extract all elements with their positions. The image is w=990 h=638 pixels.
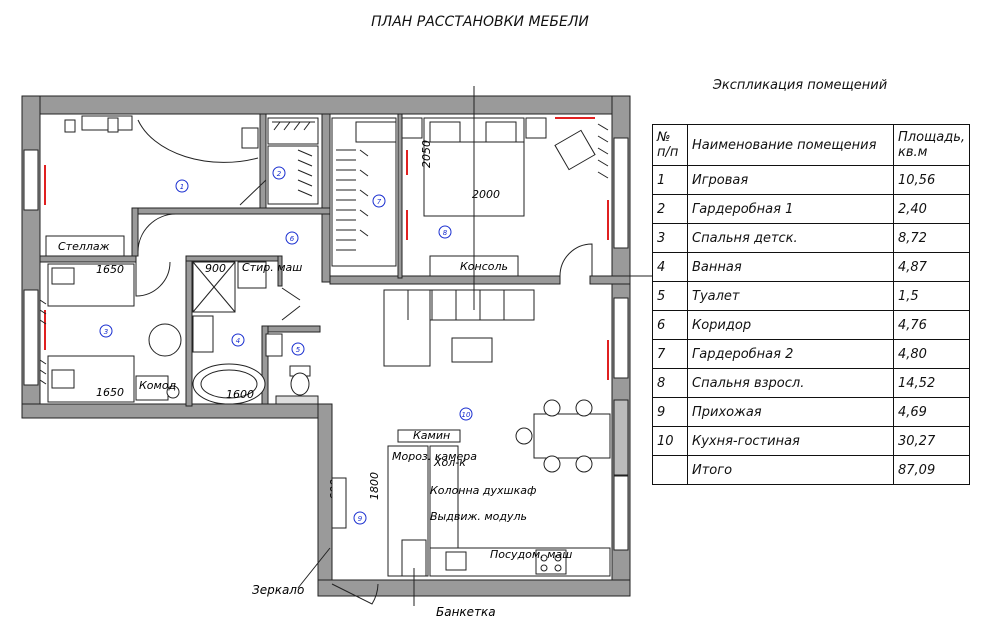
window-marks-red — [44, 117, 609, 380]
header-area: Площадь, кв.м — [892, 124, 971, 166]
page-title: ПЛАН РАССТАНОВКИ МЕБЕЛИ — [371, 14, 589, 30]
room-number-7: 7 — [377, 198, 382, 206]
room5-furniture — [275, 365, 319, 405]
wardrobe2 — [331, 117, 397, 267]
mirror-callout: Зеркало — [252, 583, 304, 597]
callout-leaders — [297, 547, 415, 606]
svg-text:900: 900 — [205, 262, 226, 275]
fridge-label: Хол-к — [433, 456, 466, 469]
drawer-module-label: Выдвиж. модуль — [430, 510, 527, 523]
room1-furniture — [45, 115, 259, 257]
room-number-2: 2 — [277, 170, 282, 178]
windows — [23, 137, 629, 551]
dishwasher-label: Посудом. маш — [490, 548, 572, 561]
table-header-row: № п/п Наименование помещения Площадь, кв… — [652, 124, 971, 166]
explication-title: Экспликация помещений — [712, 78, 888, 93]
room-number-9: 9 — [358, 515, 363, 523]
explication-table: № п/п Наименование помещения Площадь, кв… — [652, 124, 971, 485]
header-name: Наименование помещения — [687, 124, 894, 166]
room-number-10: 10 — [462, 411, 471, 419]
svg-text:1650: 1650 — [96, 386, 124, 399]
svg-text:1800: 1800 — [368, 472, 381, 500]
header-no: № п/п — [652, 124, 688, 166]
freezer-label: Мороз. камера — [392, 450, 477, 463]
dresser-label: Комод — [139, 379, 176, 392]
room-number-8: 8 — [443, 229, 448, 237]
room-number-6: 6 — [290, 235, 295, 243]
bench-callout: Банкетка — [436, 605, 496, 619]
room10-furniture — [383, 289, 611, 577]
room-number-3: 3 — [104, 328, 108, 336]
doors — [135, 179, 593, 605]
svg-text:1600: 1600 — [226, 388, 254, 401]
room3-furniture — [39, 263, 182, 403]
oven-column-label: Колонна духшкаф — [430, 484, 536, 497]
console-label: Консоль — [460, 260, 508, 273]
room4-furniture — [192, 261, 283, 405]
rack-label: Стеллаж — [58, 240, 110, 253]
wardrobe1 — [267, 117, 319, 205]
room-number-5: 5 — [296, 346, 301, 354]
svg-text:1650: 1650 — [96, 263, 124, 276]
svg-text:2050: 2050 — [420, 140, 433, 168]
room-markers — [99, 166, 473, 525]
room9-furniture — [331, 477, 427, 577]
svg-text:2000: 2000 — [472, 188, 500, 201]
fireplace-label: Камин — [413, 429, 450, 442]
interior-walls — [39, 113, 631, 407]
room-number-1: 1 — [180, 183, 184, 191]
room-number-4: 4 — [236, 337, 240, 345]
washer-label: Стир. маш — [242, 261, 302, 274]
